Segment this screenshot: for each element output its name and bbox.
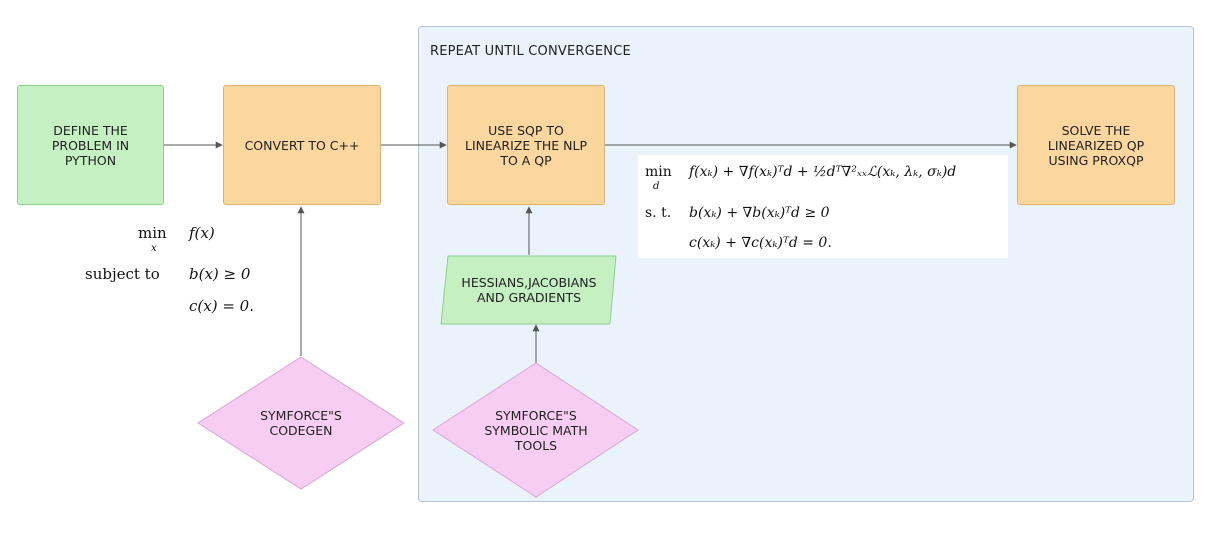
problem-min-var: x (151, 243, 157, 254)
qp-min: min (645, 164, 672, 180)
problem-constraint-2: c(x) = 0. (189, 297, 254, 315)
group-title: REPEAT UNTIL CONVERGENCE (430, 44, 631, 59)
hessians-node-shape (440, 255, 617, 325)
codegen-node-shape (197, 356, 405, 490)
problem-constraint-1: b(x) ≥ 0 (189, 265, 251, 283)
qp-min-var: d (653, 181, 660, 192)
symbolic-node-shape (432, 362, 639, 498)
qp-constraint-2: c(xₖ) + ∇c(xₖ)ᵀd = 0. (689, 235, 832, 251)
problem-objective: f(x) (189, 224, 215, 242)
qp-st: s. t. (645, 205, 672, 221)
solve-qp-node: SOLVE THE LINEARIZED QP USING PROXQP (1017, 85, 1175, 205)
use-sqp-node: USE SQP TO LINEARIZE THE NLP TO A QP (447, 85, 605, 205)
convert-to-cpp-node: CONVERT TO C++ (223, 85, 381, 205)
qp-formulation-panel (638, 155, 1008, 258)
qp-constraint-1: b(xₖ) + ∇b(xₖ)ᵀd ≥ 0 (689, 205, 830, 221)
qp-objective: f(xₖ) + ∇f(xₖ)ᵀd + ½dᵀ∇²ₓₓℒ(xₖ, λₖ, σₖ)d (689, 164, 957, 180)
problem-min: min (138, 224, 167, 242)
problem-subject-to: subject to (85, 265, 160, 283)
define-problem-node: DEFINE THE PROBLEM IN PYTHON (17, 85, 164, 205)
